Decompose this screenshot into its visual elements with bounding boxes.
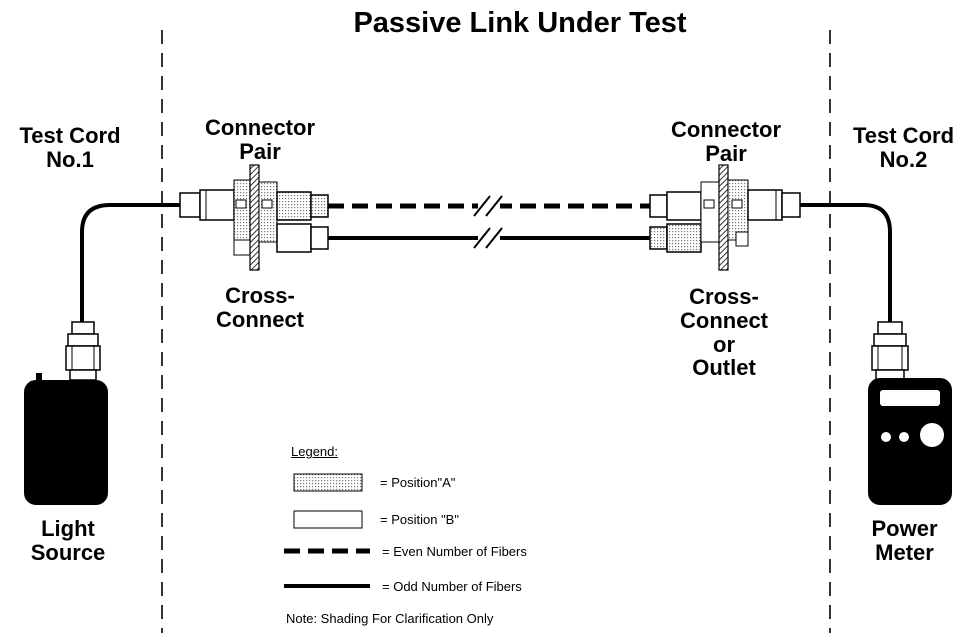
legend-swatch-position-b <box>293 510 363 529</box>
legend-heading: Legend: <box>291 444 338 459</box>
legend-note: Note: Shading For Clarification Only <box>286 611 494 626</box>
legend-position-a: = Position"A" <box>380 475 456 490</box>
diagram-title: Passive Link Under Test <box>353 7 687 39</box>
light-source-icon <box>24 321 108 505</box>
legend-even-fibers: = Even Number of Fibers <box>382 544 527 559</box>
test-cord-1-cable <box>80 203 180 322</box>
label-connector-pair-right: Connector Pair <box>671 117 781 166</box>
legend-swatch-position-a <box>293 473 363 492</box>
link-break-mark <box>473 195 503 249</box>
label-light-source: Light Source <box>30 516 106 565</box>
legend-position-b: = Position "B" <box>380 512 459 527</box>
left-connector-pair <box>179 164 329 271</box>
label-power-meter: Power Meter <box>871 516 938 565</box>
test-cord-2-cable <box>800 203 892 322</box>
label-connector-pair-left: Connector Pair <box>205 115 315 164</box>
right-connector-pair <box>649 164 801 271</box>
power-meter-icon <box>868 321 952 505</box>
label-test-cord-1: Test Cord No.1 <box>19 123 121 172</box>
label-test-cord-2: Test Cord No.2 <box>852 123 955 172</box>
label-cross-connect-left: Cross- Connect <box>216 283 304 332</box>
label-cross-connect-right: Cross- Connect or Outlet <box>680 284 768 381</box>
legend-odd-fibers: = Odd Number of Fibers <box>382 579 522 594</box>
